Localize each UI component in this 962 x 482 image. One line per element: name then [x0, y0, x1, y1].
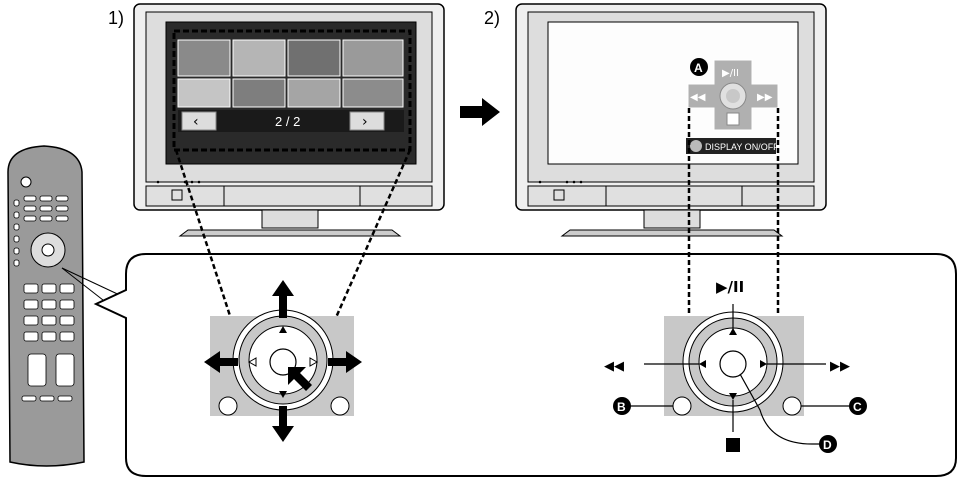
press-cursor-icon	[288, 367, 312, 391]
remote-control	[7, 145, 127, 467]
playback-overlay: ▶/II ◀◀ ▶▶ A DISPLAY ON/OFF	[686, 58, 779, 154]
next-page-button[interactable]	[349, 111, 385, 131]
thumbnail[interactable]	[342, 39, 404, 77]
button-left[interactable]	[218, 396, 238, 416]
button-b-key[interactable]	[672, 396, 692, 416]
down-arrow-icon	[272, 406, 294, 442]
center-button[interactable]	[719, 350, 747, 378]
callout-a: A	[694, 61, 703, 75]
page-indicator: 2 / 2	[275, 114, 300, 129]
chevron-right-icon: ›	[362, 114, 368, 130]
ffwd-label: ▶▶	[830, 359, 850, 374]
thumbnail[interactable]	[287, 39, 341, 77]
navigation-pad	[204, 280, 362, 442]
up-arrow-icon	[272, 280, 294, 318]
prev-page-button[interactable]	[181, 111, 217, 131]
overlay-ffwd-label[interactable]: ▶▶	[757, 92, 773, 103]
display-toggle-label[interactable]: DISPLAY ON/OFF	[705, 142, 779, 152]
screen-highlight	[172, 29, 412, 152]
thumbnail[interactable]	[232, 39, 286, 77]
right-arrow-icon	[328, 351, 362, 373]
button-right[interactable]	[330, 396, 350, 416]
thumbnail[interactable]	[232, 78, 286, 108]
next-step-arrow	[460, 98, 500, 126]
chevron-left-icon: ‹	[193, 114, 199, 130]
thumbnail[interactable]	[177, 39, 231, 77]
playback-pad: ▶/II ◀◀ ▶▶ B C D	[604, 278, 867, 453]
overlay-rewind-label[interactable]: ◀◀	[690, 92, 706, 103]
button-c-key[interactable]	[782, 396, 802, 416]
callout-c: C	[853, 400, 862, 414]
step-2-label: 2)	[484, 8, 500, 28]
overlay-play-pause-label[interactable]: ▶/II	[722, 68, 739, 79]
stop-icon	[726, 438, 740, 452]
thumbnail[interactable]	[342, 78, 404, 108]
detail-box	[93, 253, 957, 477]
tv-1: ‹ 2 / 2 ›	[133, 3, 445, 237]
overlay-stop-icon[interactable]	[726, 112, 740, 126]
play-pause-label: ▶/II	[716, 278, 744, 296]
step-1-label: 1)	[108, 8, 124, 28]
tv-2: ▶/II ◀◀ ▶▶ A DISPLAY ON/OFF	[515, 3, 827, 237]
thumbnail[interactable]	[177, 78, 231, 108]
thumbnail[interactable]	[287, 78, 341, 108]
thumbnail-grid	[177, 39, 404, 108]
callout-d: D	[823, 438, 832, 452]
rewind-label: ◀◀	[604, 359, 624, 374]
callout-b: B	[617, 400, 626, 414]
left-arrow-icon	[204, 351, 238, 373]
